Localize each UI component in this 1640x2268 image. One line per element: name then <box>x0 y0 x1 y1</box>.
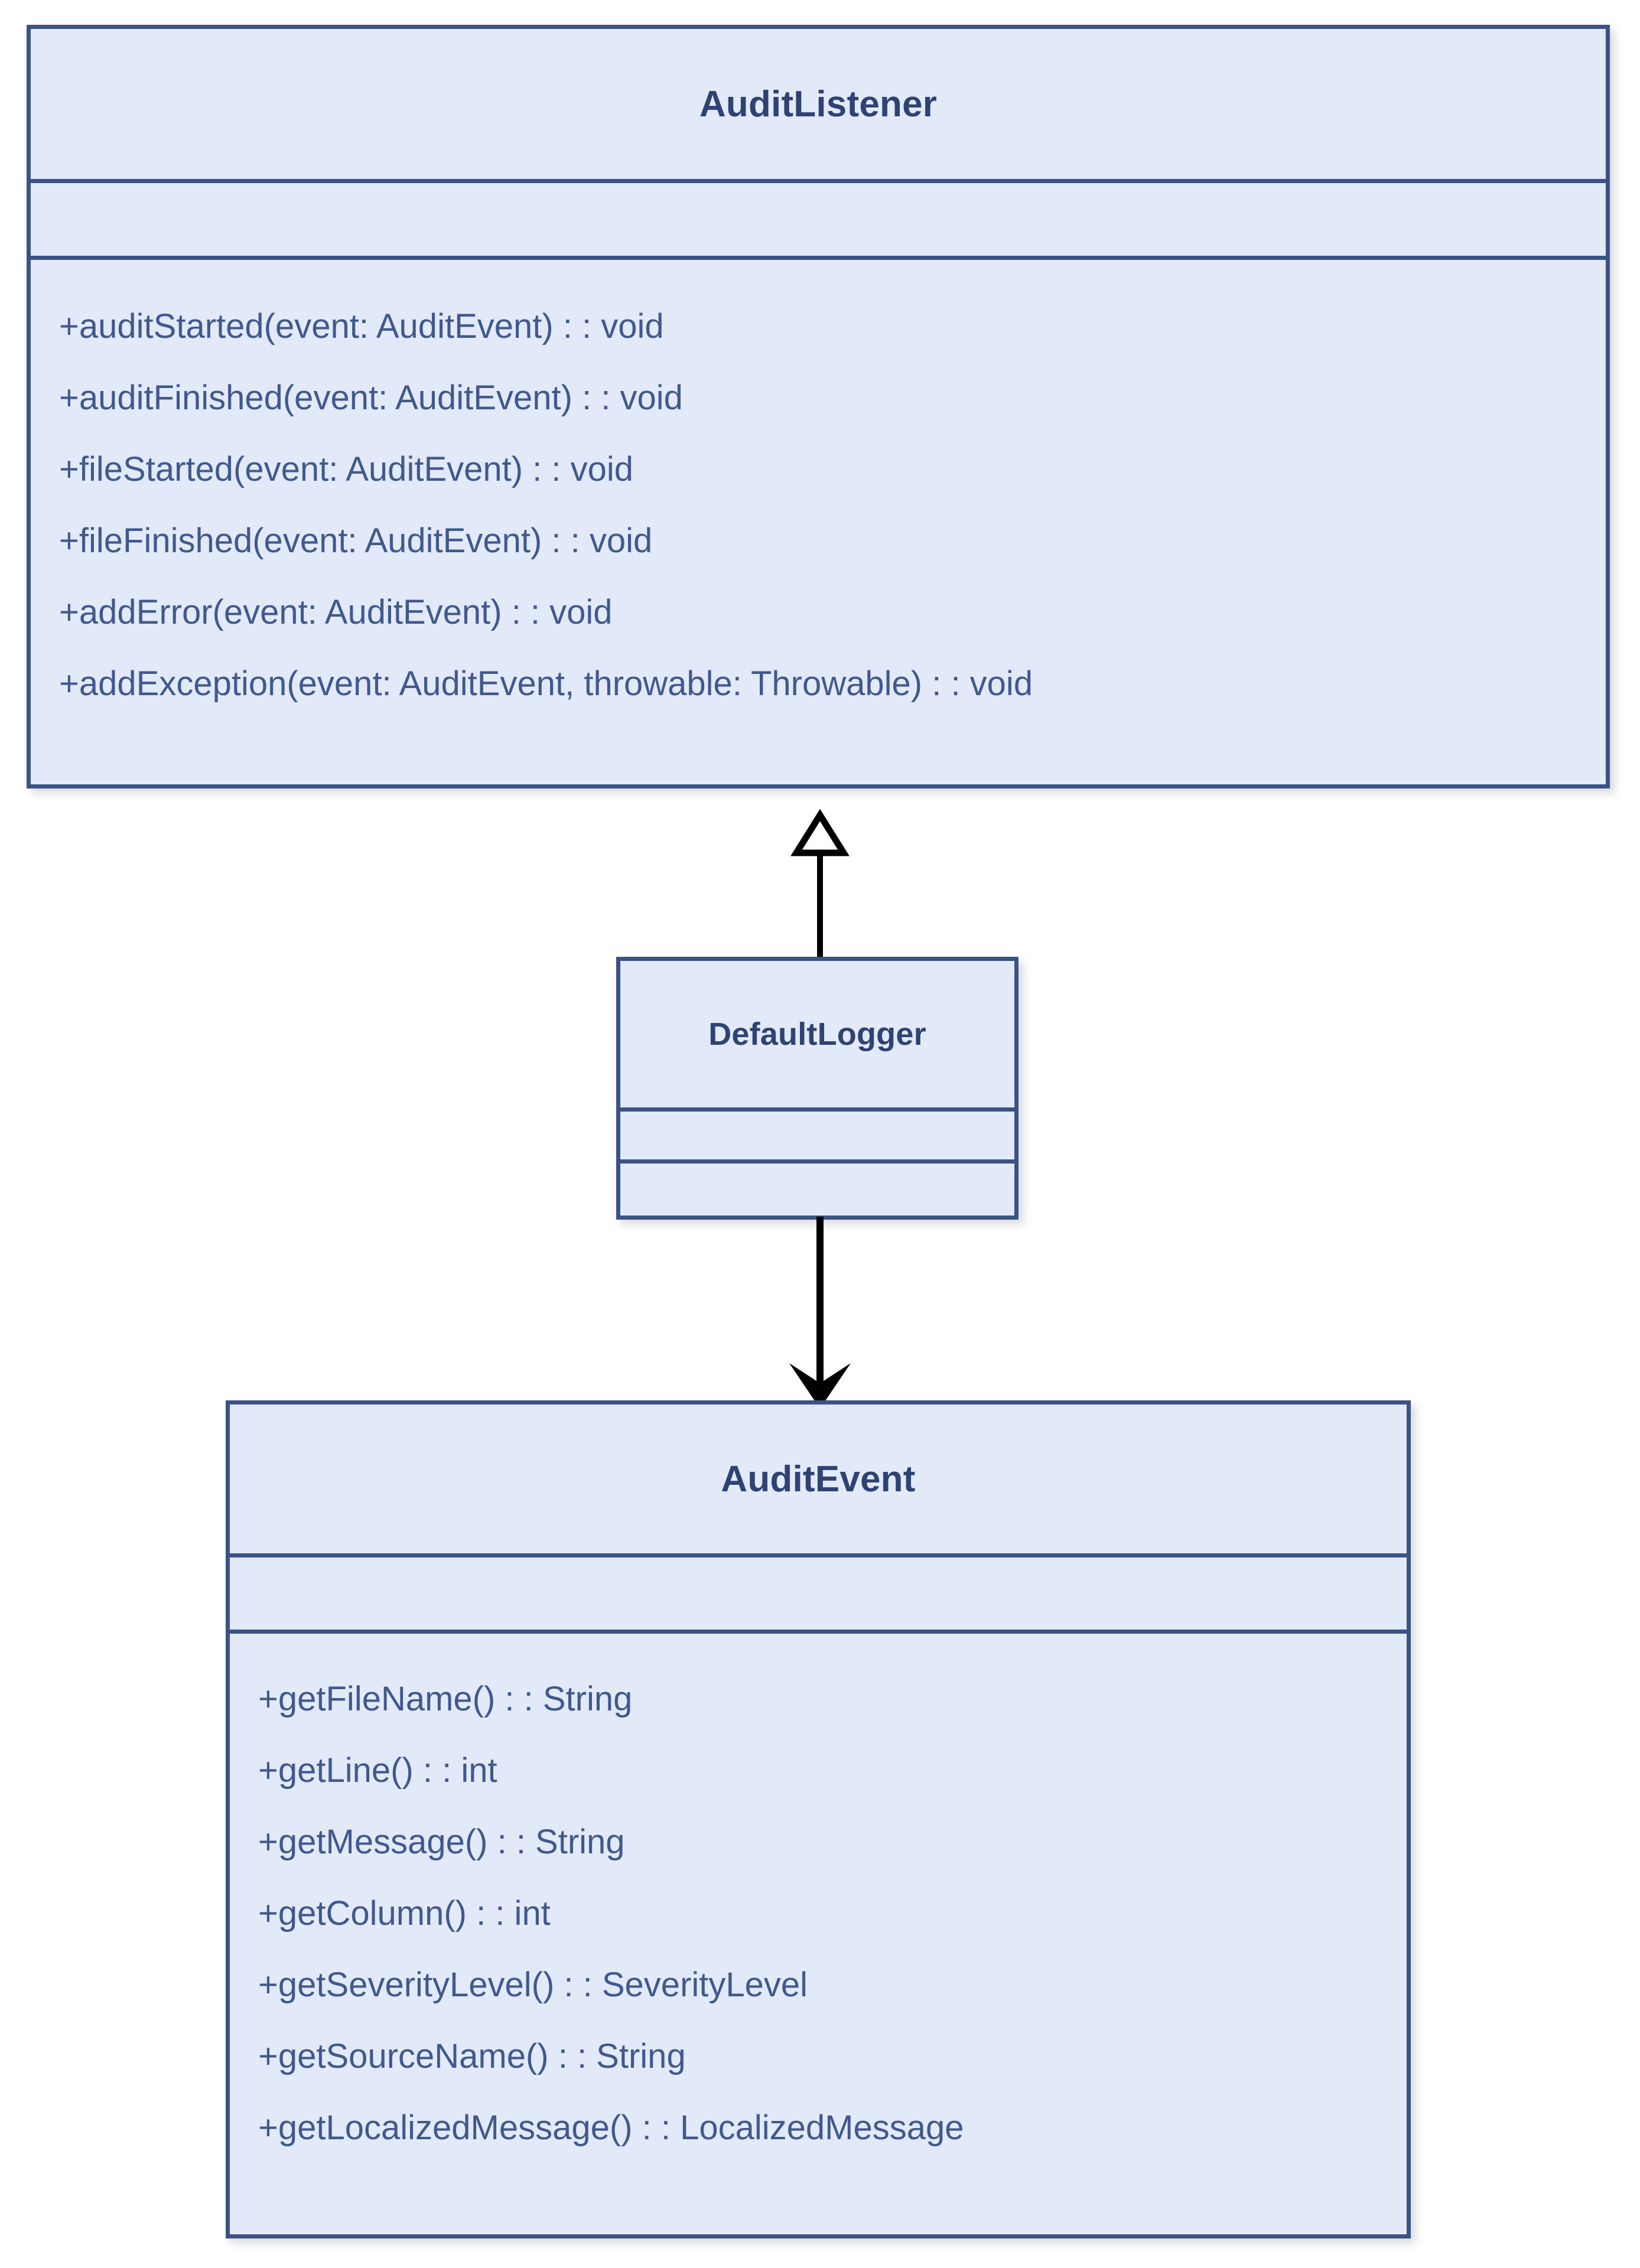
uml-methods-compartment-defaultlogger <box>620 1159 1014 1216</box>
uml-method-item: +fileStarted(event: AuditEvent) : : void <box>59 450 634 488</box>
uml-methods-compartment-auditevent: +getFileName() : : String +getLine() : :… <box>230 1630 1407 2234</box>
uml-method-item: +auditStarted(event: AuditEvent) : : voi… <box>59 307 664 346</box>
uml-class-auditlistener[interactable]: AuditListener +auditStarted(event: Audit… <box>27 25 1610 788</box>
dependency-arrow-to-auditevent <box>789 1217 851 1409</box>
uml-method-item: +addException(event: AuditEvent, throwab… <box>59 664 1033 703</box>
uml-method-item: +getLocalizedMessage() : : LocalizedMess… <box>258 2109 964 2147</box>
uml-method-item: +getColumn() : : int <box>258 1894 551 1933</box>
uml-class-title-auditlistener: AuditListener <box>699 83 938 125</box>
uml-method-item: +getMessage() : : String <box>258 1823 625 1861</box>
uml-class-auditevent[interactable]: AuditEvent +getFileName() : : String +ge… <box>226 1400 1411 2238</box>
uml-methods-compartment-auditlistener: +auditStarted(event: AuditEvent) : : voi… <box>31 256 1606 784</box>
generalization-arrow-to-auditlistener <box>790 809 850 963</box>
uml-method-item: +addError(event: AuditEvent) : : void <box>59 593 613 631</box>
uml-class-defaultlogger[interactable]: DefaultLogger <box>616 957 1019 1220</box>
uml-class-title-auditevent: AuditEvent <box>721 1458 916 1500</box>
uml-method-item: +getLine() : : int <box>258 1751 497 1790</box>
uml-method-item: +getSourceName() : : String <box>258 2037 686 2075</box>
uml-attributes-compartment-defaultlogger <box>620 1107 1014 1159</box>
uml-attributes-compartment-auditevent <box>230 1553 1407 1630</box>
uml-class-title-defaultlogger: DefaultLogger <box>708 1016 926 1052</box>
uml-method-item: +fileFinished(event: AuditEvent) : : voi… <box>59 522 653 560</box>
uml-method-item: +getSeverityLevel() : : SeverityLevel <box>258 1966 808 2004</box>
uml-attributes-compartment-auditlistener <box>31 179 1606 256</box>
uml-method-item: +getFileName() : : String <box>258 1680 633 1718</box>
uml-method-item: +auditFinished(event: AuditEvent) : : vo… <box>59 379 683 417</box>
